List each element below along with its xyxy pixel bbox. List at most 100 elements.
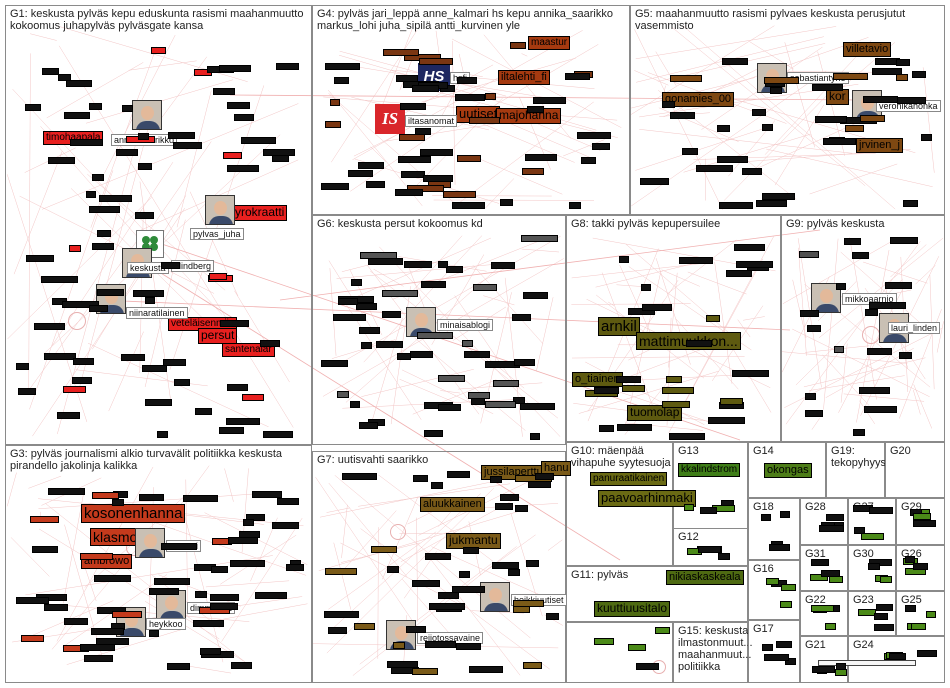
small-node[interactable] [718,553,730,561]
small-node[interactable] [411,580,440,588]
small-node[interactable] [472,284,497,292]
small-node[interactable] [484,93,496,101]
small-node[interactable] [912,520,936,528]
small-node[interactable] [25,255,54,263]
small-node[interactable] [641,304,672,312]
small-node[interactable] [884,282,912,290]
small-node[interactable] [764,654,789,661]
small-node[interactable] [896,97,926,105]
small-node[interactable] [64,112,91,120]
node-yrokraatti[interactable]: yrokraatti [232,205,288,221]
small-node[interactable] [662,401,691,409]
small-node[interactable] [804,392,816,400]
small-node[interactable] [161,262,181,270]
small-node[interactable] [868,506,893,514]
small-node[interactable] [414,127,431,135]
small-node[interactable] [464,350,491,358]
small-node[interactable] [409,351,433,359]
node-kor[interactable]: kor [826,89,849,105]
small-node[interactable] [809,573,828,581]
small-node[interactable] [383,49,420,57]
small-node[interactable] [545,612,559,620]
small-node[interactable] [684,503,695,511]
small-node[interactable] [661,386,694,394]
small-node[interactable] [735,260,773,268]
small-node[interactable] [669,74,702,82]
small-node[interactable] [752,108,767,116]
small-node[interactable] [41,276,79,284]
small-node[interactable] [406,185,444,193]
small-node[interactable] [457,155,482,163]
small-node[interactable] [866,348,892,356]
small-node[interactable] [661,101,675,109]
small-node[interactable] [79,552,113,560]
small-node[interactable] [622,385,646,393]
small-node[interactable] [617,423,653,431]
small-node[interactable] [194,591,207,599]
small-node[interactable] [437,403,461,411]
small-node[interactable] [324,568,357,576]
small-node[interactable] [913,563,929,571]
small-node[interactable] [521,168,544,176]
small-node[interactable] [97,229,112,237]
small-node[interactable] [56,411,80,419]
small-node[interactable] [469,117,501,125]
small-node[interactable] [347,169,373,177]
small-node[interactable] [853,429,866,437]
small-node[interactable] [88,206,120,214]
small-node[interactable] [211,565,229,573]
small-node[interactable] [381,311,401,319]
small-node[interactable] [382,289,419,297]
small-node[interactable] [324,120,341,128]
small-node[interactable] [875,604,893,612]
small-node[interactable] [490,262,515,270]
small-node[interactable] [57,73,71,81]
small-node[interactable] [386,566,399,574]
node-kuuttiuusitalo[interactable]: kuuttiuusitalo [594,601,671,617]
small-node[interactable] [527,105,545,113]
small-node[interactable] [412,85,440,93]
small-node[interactable] [499,494,519,502]
small-node[interactable] [358,161,385,169]
small-node[interactable] [423,429,443,437]
small-node[interactable] [527,480,551,488]
small-node[interactable] [832,73,868,81]
small-node[interactable] [200,647,222,655]
small-node[interactable] [761,193,795,201]
small-node[interactable] [149,629,160,637]
small-node[interactable] [446,471,470,479]
small-node[interactable] [814,116,847,124]
small-node[interactable] [16,362,30,370]
small-node[interactable] [72,358,94,366]
small-node[interactable] [925,611,936,619]
small-node[interactable] [722,58,749,66]
small-node[interactable] [422,175,453,183]
small-node[interactable] [230,559,266,567]
small-node[interactable] [851,252,869,260]
small-node[interactable] [619,255,630,263]
small-node[interactable] [320,360,348,368]
node-o-tiainen[interactable]: o_tiainen [572,372,623,387]
small-node[interactable] [405,626,426,634]
avatar-annikasaarikko[interactable] [132,100,162,130]
small-node[interactable] [24,104,41,112]
small-node[interactable] [431,481,444,489]
small-node[interactable] [521,235,559,243]
small-node[interactable] [233,114,254,122]
small-node[interactable] [332,314,366,322]
small-node[interactable] [238,530,260,538]
small-node[interactable] [361,341,373,349]
small-node[interactable] [905,605,917,613]
small-node[interactable] [327,627,347,635]
small-node[interactable] [137,132,149,140]
node-nikiaskaskeala[interactable]: nikiaskaskeala [666,570,744,585]
small-node[interactable] [443,190,477,198]
small-node[interactable] [163,358,187,366]
small-node[interactable] [341,472,377,480]
small-node[interactable] [445,265,463,273]
avatar-pylvas-juha[interactable] [205,195,235,225]
small-node[interactable] [17,388,36,396]
node-maastur[interactable]: maastur [528,36,571,50]
small-node[interactable] [351,278,363,286]
small-node[interactable] [16,597,50,605]
